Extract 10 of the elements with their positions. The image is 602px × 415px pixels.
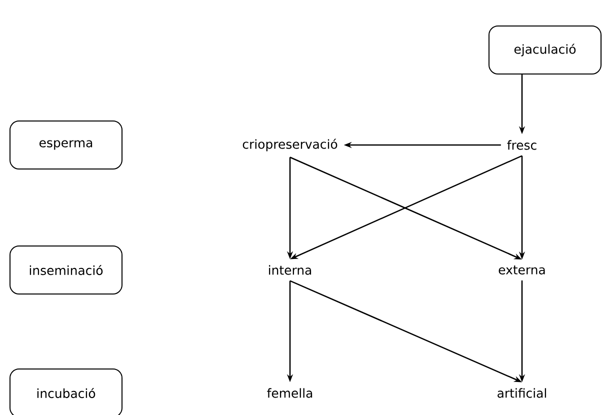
stage-box: inseminació: [10, 246, 122, 294]
option-label: fresc: [507, 140, 536, 150]
stage-box: esperma: [10, 120, 122, 170]
option-label: femella: [267, 388, 312, 398]
option-label: artificial: [498, 388, 546, 398]
option-label: criopreservació: [242, 138, 338, 152]
stage-box: ejaculació: [488, 26, 602, 74]
stage-box: incubació: [10, 368, 122, 415]
option-label: externa: [498, 266, 545, 274]
option-label: interna: [269, 265, 312, 275]
